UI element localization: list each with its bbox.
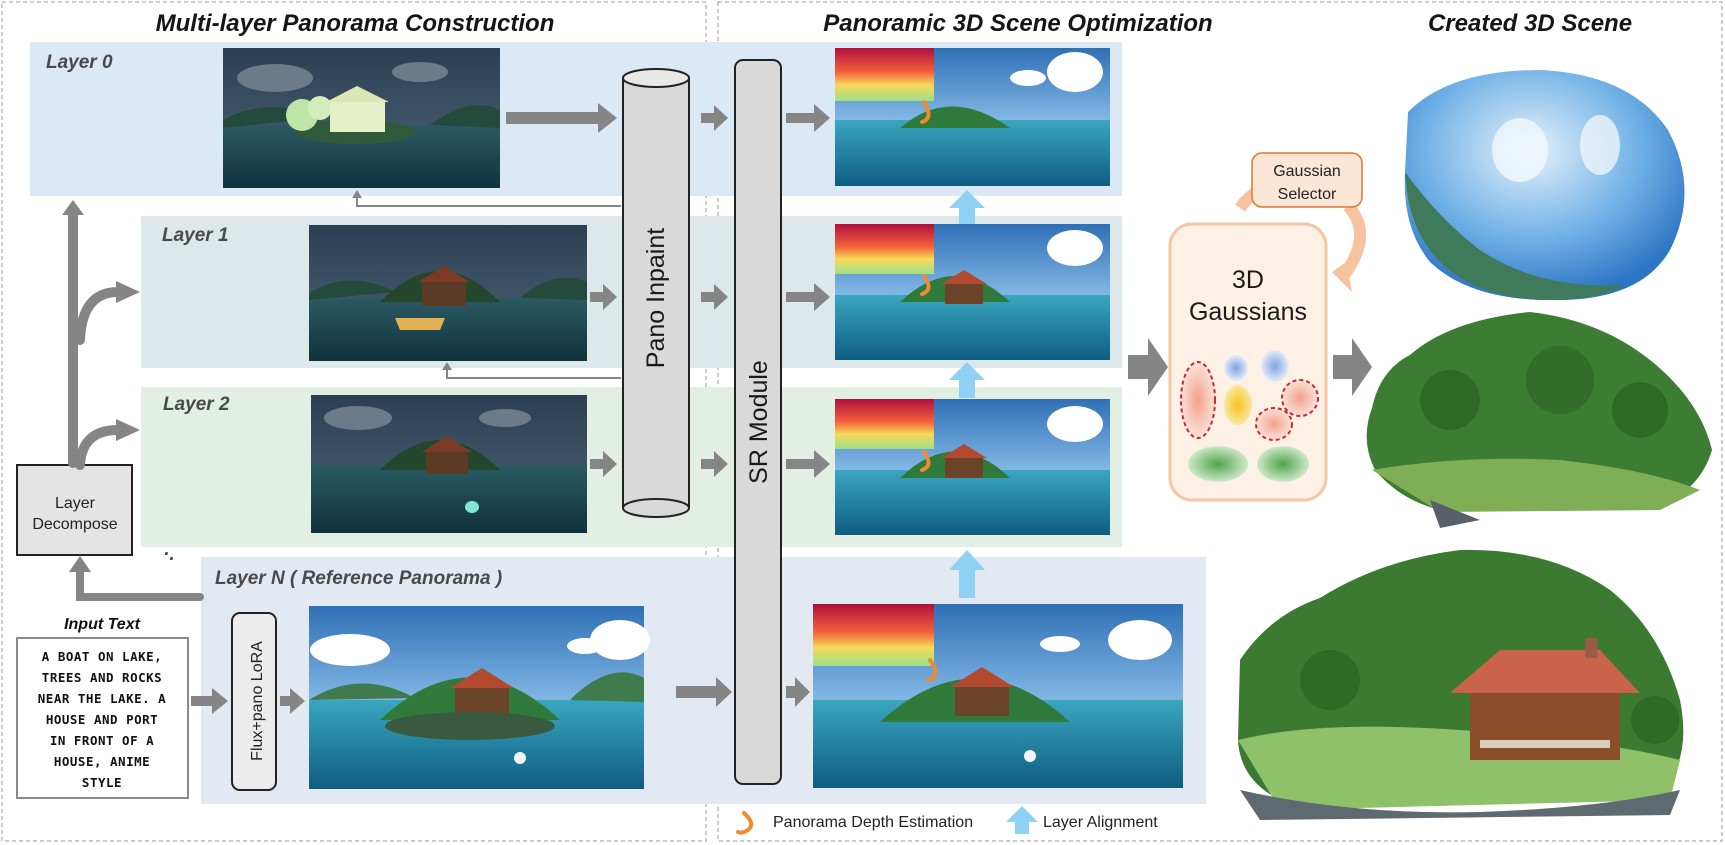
- selector-loop-arrowhead: [1332, 262, 1352, 292]
- construction-title: Multi-layer Panorama Construction: [156, 10, 555, 37]
- gaussian-yellow: [1224, 385, 1252, 425]
- gaussian-blue-2: [1261, 350, 1289, 382]
- created-scene-title: Created 3D Scene: [1428, 10, 1632, 37]
- selector-loop-right: [1337, 201, 1366, 282]
- input-line-7: STYLE: [82, 775, 122, 790]
- layer-0-label: Layer 0: [46, 52, 113, 73]
- scene-house-mesh: [1238, 549, 1684, 820]
- depth-icon-0: [920, 100, 931, 124]
- layer-2-label: Layer 2: [163, 394, 230, 415]
- optimization-frame: [717, 1, 1723, 842]
- input-text-box: Input Text A BOAT ON LAKE, TREES AND ROC…: [16, 616, 189, 799]
- input-line-5: IN FRONT OF A: [50, 733, 154, 748]
- layer-decompose-line-1: Layer: [55, 495, 96, 512]
- gaussian-red-3: [1255, 407, 1293, 441]
- gaussian-selector-box: Gaussian Selector: [1251, 152, 1363, 208]
- layer-decompose-line-2: Decompose: [32, 516, 117, 533]
- legend-depth-label: Panorama Depth Estimation: [773, 814, 973, 831]
- optimized-panorama-n: [813, 604, 1183, 788]
- optimized-panorama-0: [835, 48, 1110, 186]
- depth-legend-icon: [736, 811, 754, 835]
- 3d-gaussians-box: 3D Gaussians: [1168, 222, 1328, 502]
- depth-map-n: [813, 604, 934, 666]
- pano-inpaint-label: Pano Inpaint: [642, 228, 670, 368]
- decompose-arrowheads: [62, 200, 140, 572]
- input-line-3: NEAR THE LAKE. A: [38, 691, 166, 706]
- panorama-layer-1: [309, 225, 587, 361]
- legend-align-label: Layer Alignment: [1043, 814, 1158, 831]
- sr-module-label: SR Module: [745, 360, 773, 484]
- input-line-1: A BOAT ON LAKE,: [42, 649, 162, 664]
- alignment-legend-icon: [1006, 806, 1038, 834]
- gaussian-green-1: [1188, 446, 1248, 482]
- layer-decompose-box: Layer Decompose: [16, 464, 133, 556]
- gaussians-line-1: 3D: [1232, 266, 1264, 294]
- sr-module-box: SR Module: [734, 59, 782, 785]
- pano-inpaint-cylinder: Pano Inpaint: [622, 68, 690, 518]
- optimized-panorama-1: [835, 224, 1110, 360]
- layer-n-label: Layer N ( Reference Panorama ): [215, 568, 502, 589]
- gaussian-blue-1: [1224, 355, 1248, 381]
- inpaint-feedback: [356, 196, 621, 379]
- layer-alignment-arrows: [949, 190, 985, 598]
- optimized-panorama-2: [835, 399, 1110, 535]
- input-text-label: Input Text: [64, 616, 141, 633]
- depth-map-2: [835, 399, 934, 449]
- input-line-2: TREES AND ROCKS: [42, 670, 162, 685]
- gaussian-red-1: [1180, 361, 1216, 439]
- legend: Panorama Depth Estimation Layer Alignmen…: [736, 806, 1158, 835]
- panorama-layer-n: [309, 606, 650, 789]
- flux-lora-label: Flux+pano LoRA: [249, 641, 266, 761]
- panorama-layer-0: [223, 48, 500, 188]
- layer-1-label: Layer 1: [162, 225, 229, 246]
- panorama-layer-2: [311, 395, 587, 533]
- decompose-branches: [68, 210, 204, 601]
- gaussian-selector-line-2: Selector: [1278, 186, 1337, 203]
- gaussians-line-2: Gaussians: [1189, 298, 1307, 326]
- gaussian-green-2: [1257, 446, 1309, 482]
- depth-icon-1: [920, 274, 931, 296]
- depth-map-0: [835, 48, 934, 101]
- gaussian-red-2: [1281, 379, 1319, 417]
- depth-icon-n: [926, 658, 938, 682]
- ellipsis: ·.: [163, 544, 175, 565]
- depth-map-1: [835, 224, 934, 274]
- scene-trees-mesh: [1366, 312, 1712, 528]
- optimization-title: Panoramic 3D Scene Optimization: [823, 10, 1212, 37]
- gaussian-selector-line-1: Gaussian: [1273, 163, 1341, 180]
- inpaint-feedback-heads: [352, 190, 452, 370]
- flow-arrows: [191, 103, 1372, 714]
- depth-icon-2: [920, 450, 931, 472]
- scene-sky-globe: [1404, 70, 1685, 301]
- input-line-6: HOUSE, ANIME: [54, 754, 150, 769]
- flux-lora-box: Flux+pano LoRA: [231, 612, 277, 791]
- input-line-4: HOUSE AND PORT: [46, 712, 158, 727]
